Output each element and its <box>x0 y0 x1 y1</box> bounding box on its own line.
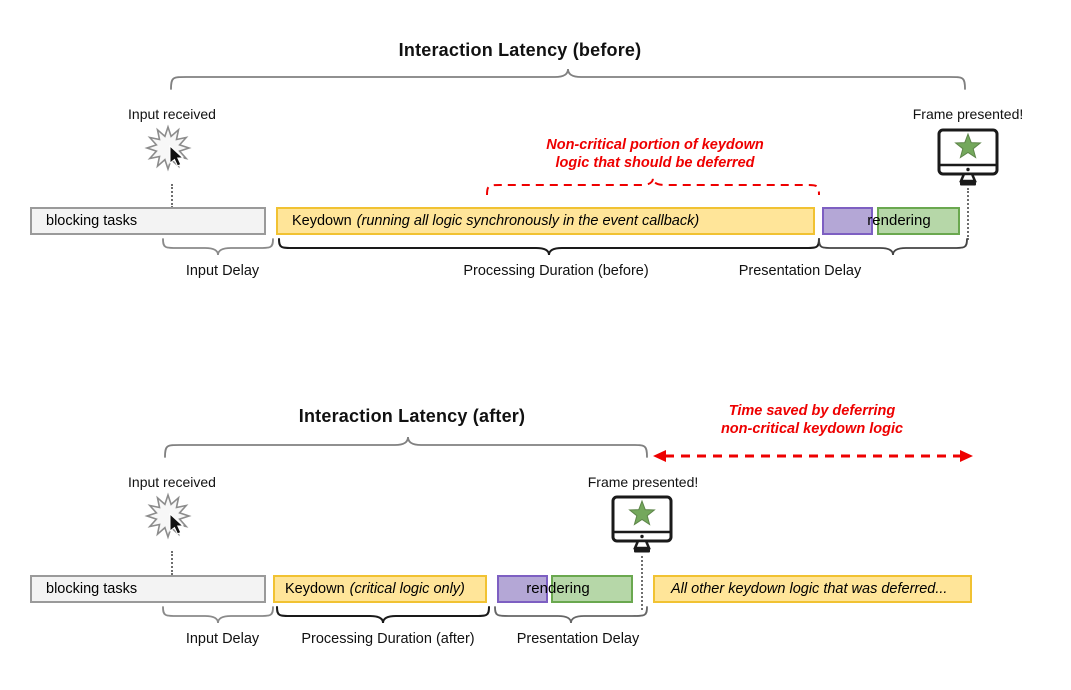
after-deferred-bar: All other keydown logic that was deferre… <box>653 575 972 603</box>
after-keydown-bar: Keydown(critical logic only) <box>273 575 487 603</box>
red-dashed-double-arrow <box>653 450 973 462</box>
star-icon <box>954 132 982 159</box>
before-rendering-label: rendering <box>867 212 931 229</box>
monitor-icon <box>937 128 999 186</box>
before-title: Interaction Latency (before) <box>398 40 642 60</box>
before-red-annotation: Non-critical portion of keydown logic th… <box>546 137 764 171</box>
cursor-icon <box>169 144 185 167</box>
after-input-delay-brace <box>162 606 274 624</box>
before-presentation-brace <box>818 238 968 256</box>
before-rendering-bar <box>877 207 960 235</box>
before-processing-brace <box>278 238 820 256</box>
before-presentation-label: Presentation Delay <box>738 263 862 279</box>
after-input-delay-label: Input Delay <box>185 631 260 647</box>
star-icon <box>628 499 656 526</box>
after-blocking-tasks-bar: blocking tasks <box>30 575 266 603</box>
before-input-delay-label: Input Delay <box>185 263 260 279</box>
click-starburst-icon <box>144 492 192 540</box>
before-paint-bar <box>822 207 873 235</box>
before-keydown-bar: Keydown(running all logic synchronously … <box>276 207 815 235</box>
monitor-icon <box>611 495 673 553</box>
before-input-received-label: Input received <box>128 106 216 122</box>
before-processing-label: Processing Duration (before) <box>463 263 649 279</box>
red-dashed-brace <box>486 177 820 196</box>
before-input-delay-brace <box>162 238 274 256</box>
after-presentation-brace <box>494 606 648 624</box>
after-frame-presented-label: Frame presented! <box>587 474 699 490</box>
after-rendering-label: rendering <box>526 580 590 597</box>
after-paint-bar <box>497 575 548 603</box>
cursor-icon <box>169 512 185 535</box>
after-red-annotation: Time saved by deferring non-critical key… <box>720 403 904 437</box>
after-title: Interaction Latency (after) <box>298 406 526 426</box>
input-time-dotted-line <box>171 551 173 575</box>
frame-time-dotted-line <box>967 188 969 240</box>
before-blocking-tasks-bar: blocking tasks <box>30 207 266 235</box>
click-starburst-icon <box>144 124 192 172</box>
after-input-received-label: Input received <box>128 474 216 490</box>
after-span-brace <box>164 436 648 458</box>
after-presentation-label: Presentation Delay <box>516 631 640 647</box>
before-frame-presented-label: Frame presented! <box>912 106 1024 122</box>
after-rendering-bar <box>551 575 633 603</box>
frame-time-dotted-line <box>641 556 643 610</box>
after-processing-label: Processing Duration (after) <box>301 631 475 647</box>
input-time-dotted-line <box>171 184 173 208</box>
after-processing-brace <box>276 606 490 624</box>
before-span-brace <box>170 68 966 90</box>
